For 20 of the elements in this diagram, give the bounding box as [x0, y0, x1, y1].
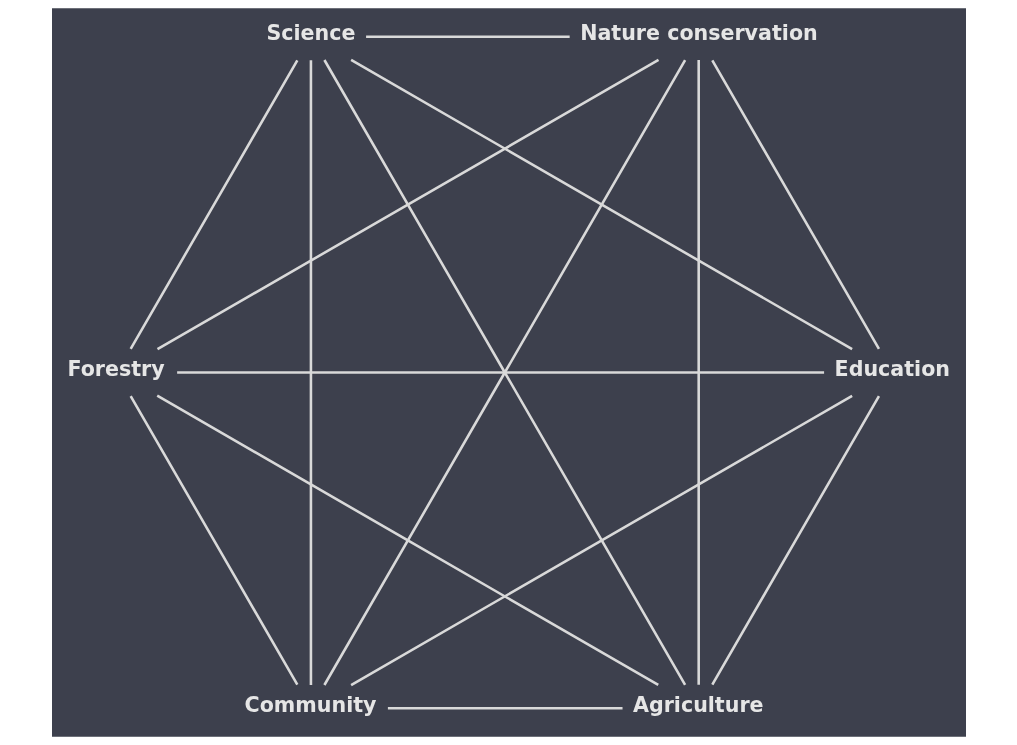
node-text: Forestry	[66, 357, 165, 382]
node-text: Science	[265, 21, 355, 46]
connector	[365, 35, 570, 38]
connector	[387, 707, 623, 710]
connector	[156, 394, 659, 687]
connector	[710, 395, 880, 686]
connector	[129, 59, 298, 350]
connector	[696, 60, 700, 685]
connector	[322, 59, 686, 686]
node-text: Agriculture	[632, 692, 764, 717]
node-text: Community	[244, 692, 377, 717]
connector	[349, 58, 853, 351]
node-text: Education	[834, 357, 950, 382]
node-text: Nature conservation	[579, 21, 818, 46]
connector	[176, 371, 824, 374]
connector	[129, 395, 298, 686]
connector	[156, 58, 659, 351]
connector	[710, 59, 880, 350]
connector	[349, 394, 853, 687]
connector	[309, 60, 312, 685]
